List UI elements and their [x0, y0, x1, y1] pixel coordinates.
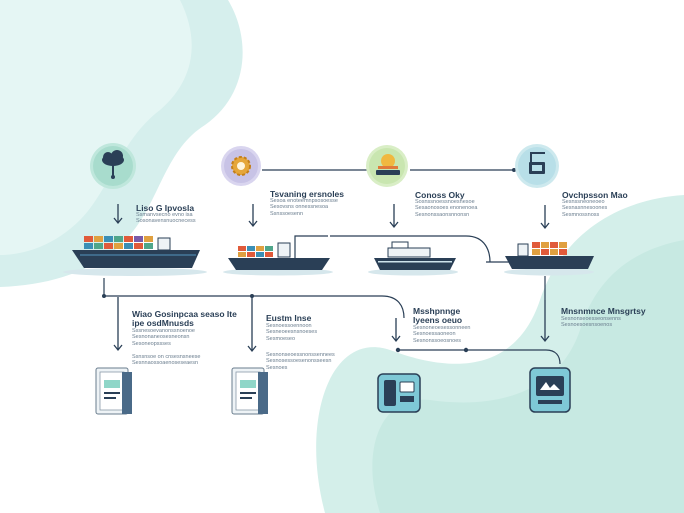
sun-ship-icon: [366, 145, 408, 187]
note-1-extra: Ssnsnsoe on cnsesnsneese Sesnnaossoaenos…: [132, 354, 201, 367]
arrow-down-7: [391, 318, 401, 343]
container-ship-2: [223, 235, 333, 276]
note-1-subtitle: ipe osdMnusds: [132, 318, 194, 328]
note-2-description: Sesnoessoennoon Sesneoeesnsnoeses Sesmoe…: [266, 323, 318, 342]
background-blob-right-soft: [372, 240, 684, 513]
container-ship-1: [63, 236, 207, 276]
monitor-device-icon: [529, 367, 571, 413]
note-3-description: Sesnoneoesessonneen Sesnoessaoneon Sesno…: [413, 325, 471, 344]
note-4-description: Sesnonseoesseonsenns Sesnoesoesnsoenos: [561, 316, 621, 329]
document-stack-icon-2: [231, 367, 268, 415]
route-upper: [330, 235, 491, 263]
stage-4-description: Sesnssneoneoeo Sesnasnnesoones Sesmnossn…: [562, 199, 608, 218]
gear-icon: [221, 146, 261, 186]
stage-1-title: Liso G Ipvosla: [136, 203, 195, 213]
container-ship-4: [504, 242, 594, 276]
note-3-title: Msshpnnge: [413, 306, 461, 316]
note-2-title: Eustm Inse: [266, 313, 312, 323]
stage-3-description: Sosnssnoessnoesnesoe Sesaonosoes enoneno…: [415, 199, 478, 218]
note-2-extra: Sesnonseoessnonssennees Sesnosessoesenon…: [266, 352, 335, 371]
connector-bottom: [398, 349, 561, 365]
note-1-description: Sssnesoevanonssnoenoe Sesnonaneosesneons…: [132, 328, 195, 347]
crane-container-icon: [515, 144, 559, 188]
arrow-down-3: [389, 204, 399, 229]
document-stack-icon-1: [95, 367, 132, 415]
scanner-device-icon: [377, 373, 421, 413]
stage-4-title: Ovchpsson Mao: [562, 190, 628, 200]
arrow-down-2: [248, 204, 258, 228]
arrow-down-4: [540, 205, 550, 230]
background-blob-top-left-soft: [0, 0, 192, 255]
note-3-subtitle: Iyeens oeuo: [413, 315, 463, 325]
arrow-down-1: [113, 204, 123, 225]
stage-1-description: Ssmanvsecno evno isa Sosonavensnuocneces…: [136, 212, 196, 225]
note-4-title: Mnsnmnce Mnsgrtsy: [561, 306, 646, 316]
note-1-title: Wiao Gosinpcaa seaso Ite: [132, 309, 237, 319]
stage-3-title: Conoss Oky: [415, 190, 465, 200]
cargo-ship-3: [368, 241, 458, 276]
stage-2-description: Sesoa enoteemnpsosoesse Sesovsns onnessn…: [270, 198, 338, 217]
arrow-down-5: [113, 297, 123, 352]
route-lower: [103, 278, 405, 319]
arrow-down-8: [540, 300, 550, 343]
stage-2-title: Tsvaning ersnoles: [270, 189, 345, 199]
arrow-down-6: [247, 297, 257, 353]
cloud-icon: [90, 143, 136, 189]
